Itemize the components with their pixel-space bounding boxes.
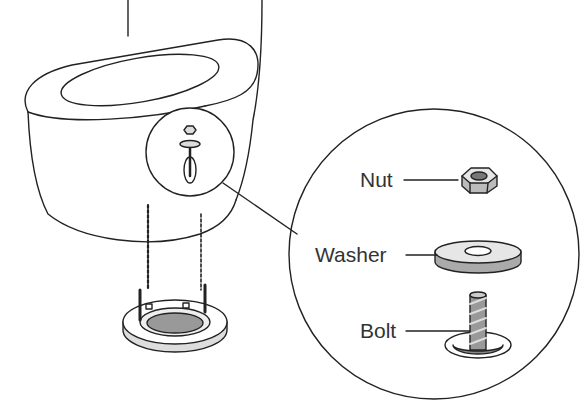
small-washer: [180, 141, 200, 148]
flange-tab: [146, 304, 152, 309]
leader-line: [404, 179, 458, 180]
bolt-end: [470, 292, 486, 298]
guide-line: [147, 205, 149, 290]
detail-circle: NutWasherBolt: [288, 108, 580, 400]
nut-edge: [469, 183, 470, 193]
flange-hole: [147, 313, 203, 333]
washer-top: [435, 241, 521, 263]
bolt-thread: [470, 298, 486, 344]
flange-ring: [140, 308, 210, 336]
seat-top: [25, 39, 258, 112]
zoom-leader: [223, 183, 297, 234]
flange-bolt: [204, 285, 207, 312]
part-label: Bolt: [360, 319, 396, 343]
bolt-rod: [470, 295, 486, 350]
small-nut: [184, 126, 196, 134]
nut-top: [462, 168, 497, 183]
part-label: Nut: [360, 168, 393, 192]
leader-line: [406, 330, 470, 331]
part-label: Washer: [315, 243, 387, 267]
flange-bolt: [139, 290, 142, 320]
small-bolt: [189, 148, 192, 176]
nut-hole: [471, 172, 487, 180]
toilet-back: [236, 0, 262, 200]
washer-hole: [465, 247, 491, 256]
detail-circle-outline: [289, 109, 579, 399]
detail-marker-circle: [146, 108, 234, 196]
guide-line: [200, 214, 202, 290]
tank-edge: [127, 0, 128, 36]
nut-edge: [487, 183, 488, 193]
flange-tab: [183, 303, 189, 308]
seat-opening: [57, 44, 222, 115]
leader-line: [406, 254, 437, 255]
